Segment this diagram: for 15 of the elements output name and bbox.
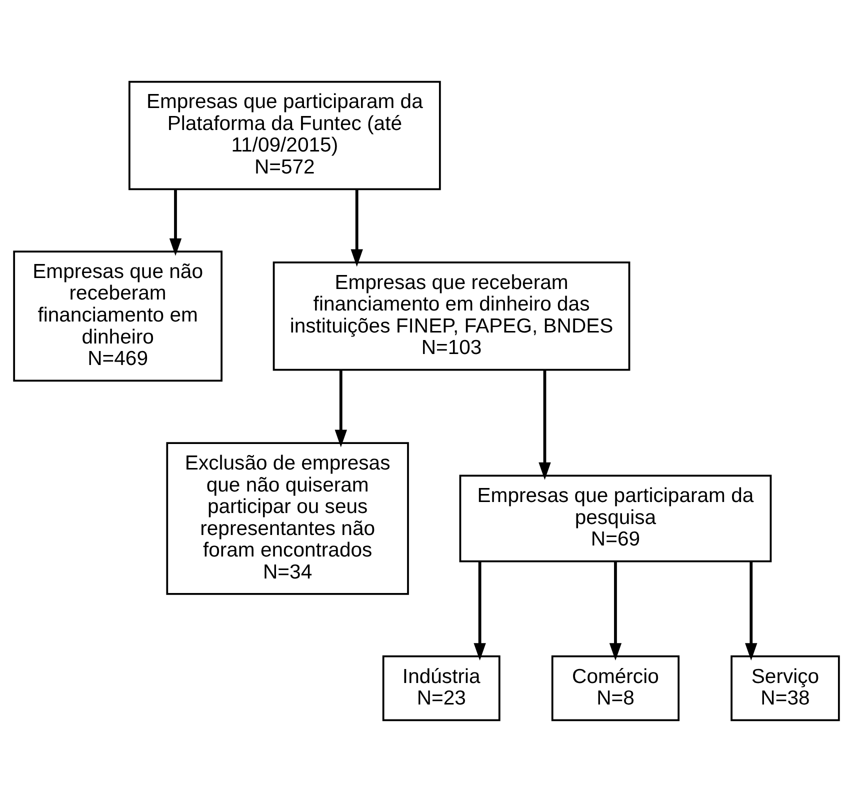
node-box: Exclusão de empresas que não quiseram participar ou seus representantes não foram encontrados N=34 <box>166 442 409 594</box>
node-box: Indústria N=23 <box>382 654 500 721</box>
arrow <box>538 369 551 480</box>
node-box: Serviço N=38 <box>730 654 840 721</box>
arrow <box>474 560 486 660</box>
arrow <box>334 369 347 447</box>
node-box: Empresas que participaram da pesquisa N=69 <box>459 474 772 562</box>
arrow <box>609 560 622 660</box>
node-box: Empresas que participaram da Plataforma da Funtec (até 11/09/2015) N=572 <box>128 80 441 190</box>
node-box: Empresas que não receberam financiamento em dinheiro N=469 <box>13 250 222 382</box>
node-box: Comércio N=8 <box>551 654 680 721</box>
arrow <box>169 188 182 256</box>
arrow <box>350 188 363 266</box>
arrow <box>745 560 758 660</box>
node-box: Empresas que receberam financiamento em dinheiro das instituições FINEP, FAPEG, BNDES N=103 <box>272 261 630 370</box>
